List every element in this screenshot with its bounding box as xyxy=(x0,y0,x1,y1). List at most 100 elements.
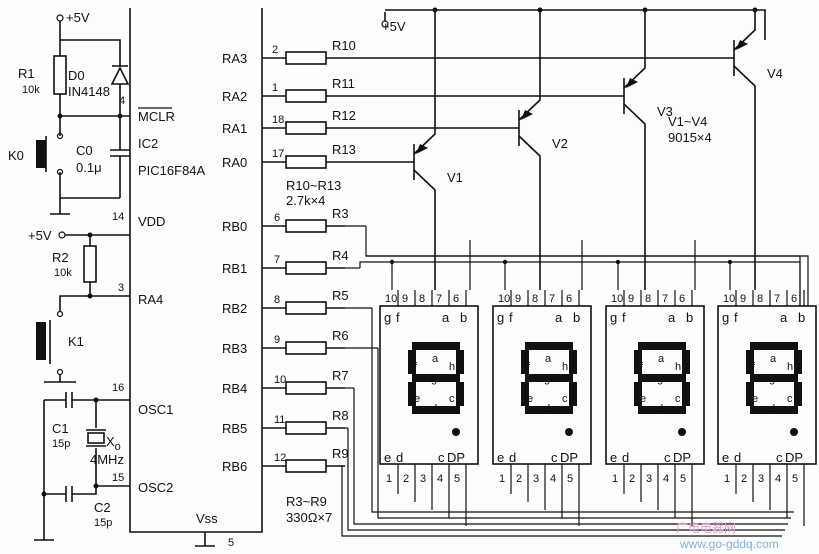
r2-label: R2 xyxy=(52,250,69,265)
seg-letter: c xyxy=(776,450,783,465)
vdd-pin: 14 xyxy=(112,211,124,223)
port-label: RB1 xyxy=(222,261,247,276)
segment xyxy=(794,382,802,406)
port-label: RB6 xyxy=(222,459,247,474)
c2-value: 15p xyxy=(94,517,112,529)
segment xyxy=(569,350,577,374)
vcc-top-label: +5V xyxy=(66,10,90,25)
port-label: RB0 xyxy=(222,219,247,234)
pin-number: 9 xyxy=(515,293,521,305)
segment xyxy=(569,382,577,406)
seg-letter: b xyxy=(798,310,805,325)
segment xyxy=(412,406,460,414)
port-pin-number: 2 xyxy=(272,44,278,56)
pin-number: 10 xyxy=(498,293,510,305)
transistor-label: V2 xyxy=(552,136,568,151)
seg-letter: c xyxy=(551,450,558,465)
resistor xyxy=(285,89,327,103)
segment xyxy=(638,342,686,350)
seg-letter: e xyxy=(722,450,729,465)
seg-letter: DP xyxy=(785,450,803,465)
c1-label: C1 xyxy=(52,421,69,436)
pin-number: 4 xyxy=(550,473,556,485)
seg-letter: f xyxy=(622,310,626,325)
seg-letter: c xyxy=(449,393,455,405)
v-range-label: V1~V4 xyxy=(668,114,707,129)
pin-number: 5 xyxy=(680,473,686,485)
pin-number: 3 xyxy=(758,473,764,485)
ic-label: IC2 xyxy=(138,136,158,151)
c2-capacitor xyxy=(44,486,97,502)
port-label: RB4 xyxy=(222,381,247,396)
resistor-label: R10 xyxy=(332,38,356,53)
c0-label: C0 xyxy=(76,143,93,158)
resistor xyxy=(285,301,327,315)
seg-letter: DP xyxy=(447,450,465,465)
seg-letter: g xyxy=(722,310,729,325)
decimal-point xyxy=(678,428,686,436)
seg-letter: h xyxy=(449,361,455,373)
c1-capacitor xyxy=(43,392,130,494)
xtal-label: Xo xyxy=(106,434,121,453)
transistor-v2: V2 xyxy=(345,7,568,290)
segment xyxy=(412,374,460,382)
pin-number: 2 xyxy=(403,473,409,485)
mclr-label: MCLR xyxy=(138,109,175,124)
segment xyxy=(634,350,642,374)
seg-letter: DP xyxy=(560,450,578,465)
decimal-point xyxy=(452,428,460,436)
port-label: RB5 xyxy=(222,421,247,436)
seg-letter: g xyxy=(769,373,775,385)
c2-label: C2 xyxy=(94,500,111,515)
seg-letter: f xyxy=(640,361,644,373)
segment xyxy=(525,342,573,350)
segment xyxy=(456,382,464,406)
port-pin-number: 10 xyxy=(274,374,286,386)
seg-letter: d xyxy=(769,403,775,415)
pin-number: 9 xyxy=(402,293,408,305)
osc1-pin: 16 xyxy=(112,382,124,394)
pin-number: 3 xyxy=(420,473,426,485)
osc2-label: OSC2 xyxy=(138,480,173,495)
segment xyxy=(746,382,754,406)
display-body xyxy=(717,305,817,465)
seg-letter: a xyxy=(780,310,788,325)
pin-number: 8 xyxy=(532,293,538,305)
seg-letter: d xyxy=(396,450,403,465)
transistor-label: V3 xyxy=(657,104,673,119)
k1-label: K1 xyxy=(68,334,84,349)
transistor-label: V4 xyxy=(767,66,783,81)
pin-number: 1 xyxy=(612,473,618,485)
resistor xyxy=(285,381,327,395)
d0-diode xyxy=(110,60,130,116)
port-pin-number: 9 xyxy=(274,334,280,346)
seg-letter: c xyxy=(675,393,681,405)
pin-number: 1 xyxy=(724,473,730,485)
segment xyxy=(456,350,464,374)
port-label: RA0 xyxy=(222,155,247,170)
resistor xyxy=(285,261,327,275)
seg-letter: e xyxy=(640,393,646,405)
segment xyxy=(794,350,802,374)
seg-letter: c xyxy=(664,450,671,465)
seg-letter: f xyxy=(509,310,513,325)
seg-letter: h xyxy=(787,361,793,373)
transistor-v4: V4 xyxy=(345,7,783,290)
resistor xyxy=(285,155,327,169)
seg-letter: a xyxy=(555,310,563,325)
pin-number: 5 xyxy=(792,473,798,485)
seg-letter: d xyxy=(622,450,629,465)
resistor-label: R13 xyxy=(332,142,356,157)
seg-letter: b xyxy=(686,310,693,325)
seg-letter: d xyxy=(509,450,516,465)
resistor-label: R5 xyxy=(332,288,349,303)
osc2-pin: 15 xyxy=(112,472,124,484)
r2-resistor xyxy=(83,245,97,283)
